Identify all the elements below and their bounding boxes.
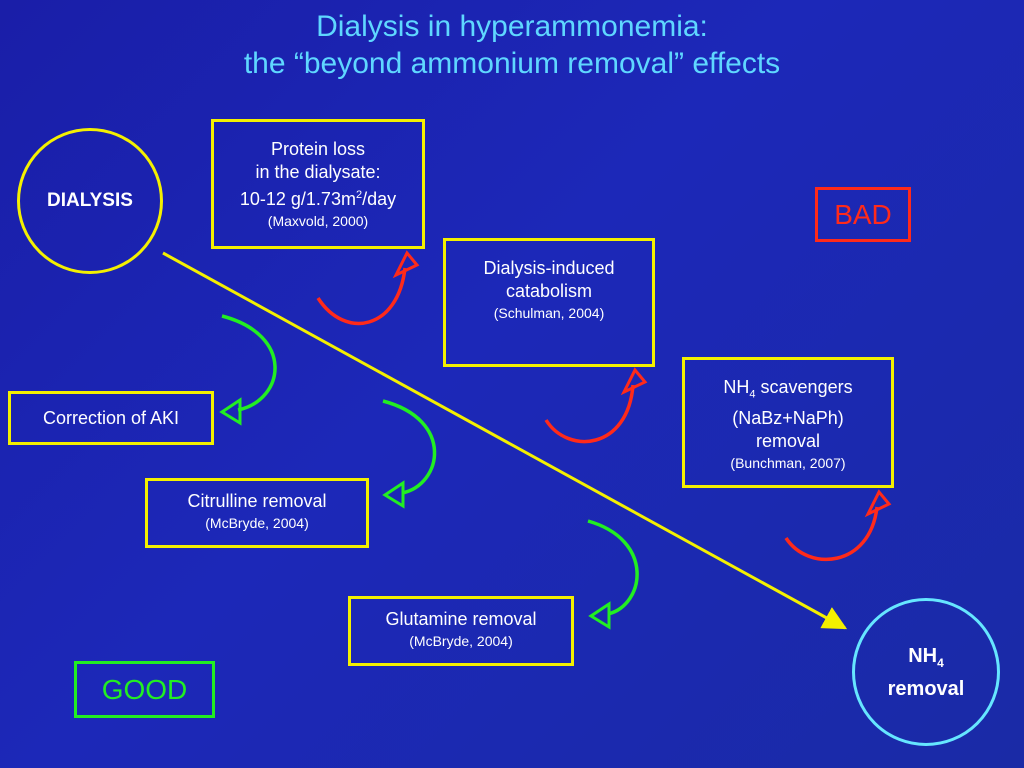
title-line-2: the “beyond ammonium removal” effects	[243, 47, 781, 80]
catabolism-line-1: Dialysis-induced	[483, 258, 615, 278]
removal-label: removal	[887, 677, 965, 700]
protein-loss-box: Protein loss in the dialysate: 10-12 g/1…	[211, 119, 425, 249]
scavengers-box: NH4 scavengers (NaBz+NaPh) removal (Bunc…	[682, 357, 894, 488]
glutamine-citation: (McBryde, 2004)	[409, 633, 513, 649]
good-arrow-glutamine	[587, 519, 639, 630]
title-line-1: Dialysis in hyperammonemia:	[316, 10, 708, 43]
scavengers-line-2: (NaBz+NaPh)	[732, 407, 844, 428]
catabolism-box: Dialysis-induced catabolism (Schulman, 2…	[443, 238, 655, 367]
nh4-subscript: 4	[937, 655, 944, 670]
dialysis-node: DIALYSIS	[17, 128, 163, 274]
bad-arrow-scavengers	[784, 489, 892, 562]
good-arrow-aki	[219, 314, 277, 426]
scavengers-line-3: removal	[755, 430, 821, 451]
glutamine-box: Glutamine removal (McBryde, 2004)	[348, 596, 574, 666]
bad-label: BAD	[815, 187, 911, 242]
slide-title: Dialysis in hyperammonemia: the “beyond …	[0, 8, 1024, 82]
aki-box: Correction of AKI	[8, 391, 214, 445]
catabolism-citation: (Schulman, 2004)	[493, 305, 605, 321]
protein-loss-citation: (Maxvold, 2000)	[267, 213, 369, 229]
citrulline-citation: (McBryde, 2004)	[205, 515, 309, 531]
scavengers-citation: (Bunchman, 2007)	[730, 454, 846, 471]
nh4-removal-node: NH4 removal	[852, 598, 1000, 746]
protein-loss-line-2: in the dialysate:	[255, 162, 381, 182]
nh4-label: NH	[908, 644, 938, 667]
scavengers-line-1: NH4 scavengers	[723, 377, 853, 401]
protein-loss-line-1: Protein loss	[270, 139, 366, 159]
aki-label: Correction of AKI	[42, 408, 180, 428]
protein-loss-line-3: 10-12 g/1.73m2/day	[239, 189, 397, 209]
good-label: GOOD	[74, 661, 215, 718]
bad-arrow-catabolism	[544, 367, 648, 444]
citrulline-box: Citrulline removal (McBryde, 2004)	[145, 478, 369, 548]
citrulline-label: Citrulline removal	[187, 491, 327, 511]
bad-arrow-protein-loss	[316, 250, 420, 326]
glutamine-label: Glutamine removal	[385, 609, 537, 629]
good-arrow-citrulline	[382, 399, 437, 509]
catabolism-line-2: catabolism	[505, 281, 593, 301]
dialysis-label: DIALYSIS	[47, 190, 133, 211]
dialysis-to-nh4-arrow	[162, 251, 848, 630]
